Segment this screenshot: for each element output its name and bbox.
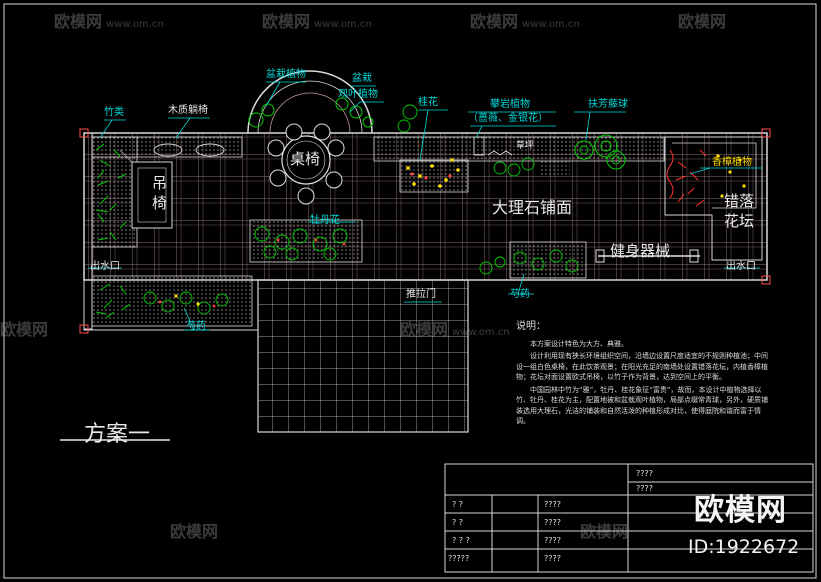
brand-id: ID:1922672 — [688, 536, 800, 558]
watermark: 欧模网 — [170, 522, 219, 541]
table-chairs — [267, 123, 345, 205]
hanging-chair — [119, 149, 173, 229]
wooden-chairs — [153, 136, 513, 157]
leader-lines — [88, 81, 762, 331]
label-hanging-chair-2: 椅 — [152, 194, 168, 212]
label-marble: 大理石铺面 — [492, 198, 573, 217]
tb-d2: ???? — [544, 518, 561, 527]
label-drain-left: 出水口 — [90, 261, 120, 272]
watermark: 欧模网 — [678, 12, 727, 31]
brand-logo: 欧模网 — [694, 493, 787, 528]
label-hanging-chair-1: 吊 — [152, 174, 168, 192]
tb-d1: ? ? — [452, 518, 464, 527]
watermark: 欧模网 — [580, 522, 629, 541]
notes-p2: 设计利用现有狭长环境组织空间，沿墙边设置尺度适宜的不规则种植池；中间设一组白色桌… — [516, 352, 768, 381]
notes-p3: 中国园林中竹为“雅”，牡丹、桂花象征“富贵”，故而，本设计中植物选择以竹、牡丹、… — [516, 385, 768, 426]
label-lawn: 草坪 — [516, 141, 535, 151]
shrubs — [143, 104, 579, 315]
tb-c1: ? ? — [452, 500, 464, 509]
label-fusang: 扶芳藤球 — [588, 99, 628, 110]
tb-e2: ???? — [544, 536, 561, 545]
label-flowerbed: 牡丹花 — [310, 215, 340, 226]
tb-r2: ???? — [636, 484, 653, 493]
tb-e1: ? ? ? — [452, 536, 470, 545]
tb-c2: ???? — [544, 500, 561, 509]
label-stagger-1: 错落 — [724, 192, 755, 210]
label-stagger-2: 花坛 — [724, 212, 755, 230]
fragrant-plants — [666, 149, 707, 207]
title-block — [444, 463, 814, 573]
label-potted-2: 观叶植物 — [338, 89, 378, 100]
label-wooden-chair: 木质躺椅 — [168, 105, 208, 116]
tb-f1: ????? — [448, 554, 470, 563]
label-bamboo: 竹类 — [104, 107, 124, 118]
fusang-balls — [574, 134, 626, 170]
label-potted-plant: 盆栽植物 — [266, 69, 306, 80]
label-peony-2: 芍药 — [186, 321, 206, 332]
notes-heading: 说明： — [516, 321, 546, 332]
fitness-equipment — [595, 249, 700, 263]
label-climbing-1: 攀岩植物 — [490, 99, 530, 110]
watermark: 欧模网 — [0, 320, 49, 339]
label-drain-right: 出水口 — [726, 261, 756, 272]
tb-r1: ???? — [636, 469, 653, 478]
label-climbing-2: （蔷薇、金银花） — [468, 113, 548, 124]
label-scheme: 方案一 — [84, 422, 151, 447]
label-osmanthus: 桂花 — [418, 97, 438, 108]
tb-f2: ???? — [544, 554, 561, 563]
label-potted-1: 盆栽 — [352, 73, 372, 84]
label-table-chair: 桌椅 — [290, 150, 321, 168]
label-peony-1: 芍药 — [510, 289, 530, 300]
notes-p1: 本方案设计特色为大方、典雅。 — [530, 339, 628, 348]
drawing-frame — [3, 3, 817, 579]
bamboo — [95, 143, 131, 319]
design-notes: 说明： 本方案设计特色为大方、典雅。 设计利用现有狭长环境组织空间，沿墙边设置尺… — [516, 321, 774, 429]
fragrant-flowers — [716, 154, 746, 198]
label-fragrant: 香樟植物 — [712, 157, 752, 168]
label-sliding-door: 推拉门 — [406, 289, 436, 300]
label-fitness: 健身器械 — [610, 242, 671, 260]
